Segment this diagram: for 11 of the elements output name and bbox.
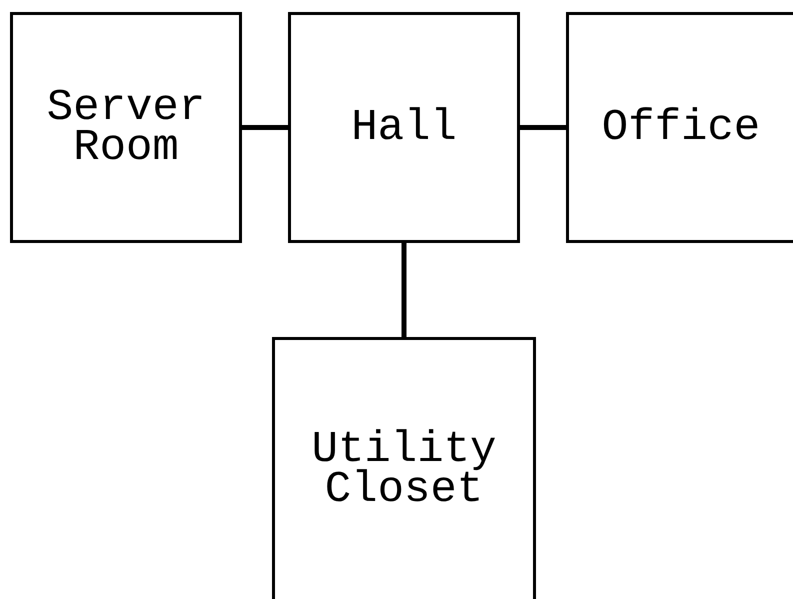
room-box <box>288 12 520 243</box>
room-label: Office <box>600 108 762 148</box>
connector-line <box>520 125 566 130</box>
room-label: Hall <box>350 108 458 148</box>
room-box <box>272 337 536 599</box>
room-box <box>566 12 793 243</box>
room-box <box>10 12 242 243</box>
connector-line <box>402 243 406 337</box>
room-label: Server Room <box>46 88 206 168</box>
connector-line <box>242 125 288 130</box>
room-label: Utility Closet <box>310 430 498 510</box>
